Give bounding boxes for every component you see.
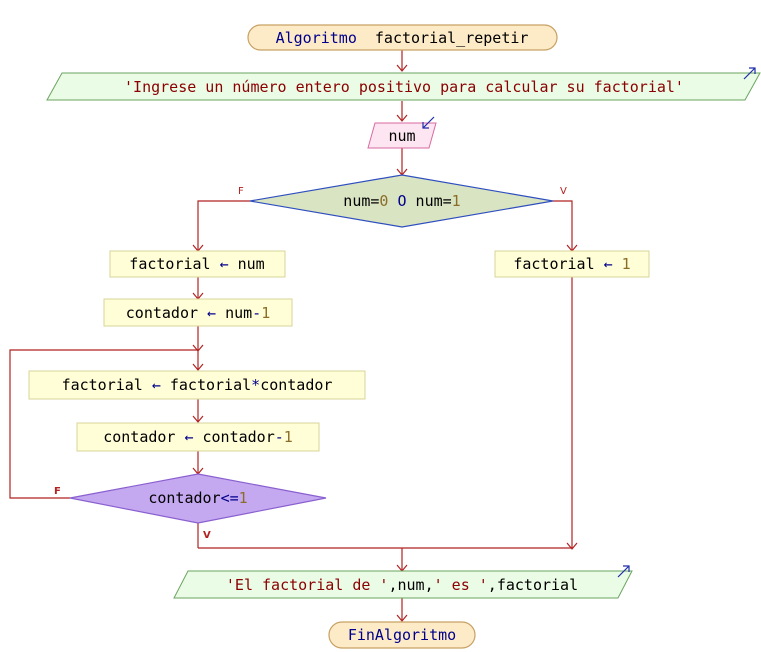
output-result-node: 'El factorial de ',num,' es ',factorial bbox=[173, 565, 633, 599]
start-terminal: Algoritmo factorial_repetir bbox=[247, 24, 558, 51]
cond1-true-label: V bbox=[560, 186, 567, 197]
loop-cond-left: contador bbox=[148, 489, 220, 507]
assign-contador-dec: contador←contador-1 bbox=[76, 422, 320, 452]
condition1-decision: num=0 O num=1 F V bbox=[238, 174, 567, 228]
input-arrow-icon bbox=[422, 116, 435, 129]
result-comma1: , bbox=[388, 576, 397, 594]
result-var2: factorial bbox=[497, 576, 578, 594]
end-terminal: FinAlgoritmo bbox=[328, 621, 476, 649]
svg-text:factorial←factorial*contador: factorial←factorial*contador bbox=[62, 376, 333, 394]
assign2-minus: - bbox=[252, 304, 261, 322]
result-comma2: , bbox=[425, 576, 434, 594]
assign2-expr: num bbox=[225, 304, 252, 322]
assign5-arrow: ← bbox=[604, 255, 613, 273]
cond1-right: num= bbox=[416, 192, 452, 210]
start-keyword: Algoritmo bbox=[276, 29, 357, 47]
assign-factorial-num: factorial ← num bbox=[109, 250, 286, 278]
assign4-one: 1 bbox=[284, 428, 293, 446]
assign-factorial-one: factorial ← 1 bbox=[494, 250, 650, 278]
output-prompt-text: 'Ingrese un número entero positivo para … bbox=[124, 78, 684, 96]
assign3-expr2: contador bbox=[260, 376, 332, 394]
cond1-op: O bbox=[388, 192, 415, 210]
assign1-var: factorial bbox=[129, 255, 210, 273]
assign3-var: factorial bbox=[62, 376, 143, 394]
svg-text:contador<=1: contador<=1 bbox=[148, 489, 247, 507]
input-var: num bbox=[388, 127, 415, 145]
cond1-zero: 0 bbox=[379, 192, 388, 210]
svg-text:'El factorial de ',num,' es ',: 'El factorial de ',num,' es ',factorial bbox=[226, 576, 578, 594]
assign1-expr: num bbox=[238, 255, 265, 273]
assign3-expr1: factorial bbox=[170, 376, 251, 394]
svg-text:factorial←1: factorial ← 1 bbox=[513, 255, 630, 273]
result-var1: num bbox=[397, 576, 424, 594]
svg-text:contador←num-1: contador ← num-1 bbox=[126, 304, 270, 322]
input-node: num bbox=[367, 116, 437, 149]
assign2-var: contador bbox=[126, 304, 198, 322]
svg-text:contador←contador-1: contador←contador-1 bbox=[103, 428, 293, 446]
cond1-left: num= bbox=[343, 192, 379, 210]
svg-text:num=0 O num=1: num=0 O num=1 bbox=[343, 192, 460, 210]
output-arrow-icon bbox=[743, 67, 756, 80]
result-str2: ' es ' bbox=[434, 576, 488, 594]
assign1-arrow: ← bbox=[220, 255, 229, 273]
assign-contador-init: contador ← num-1 bbox=[103, 298, 293, 327]
assign5-one: 1 bbox=[622, 255, 631, 273]
output-prompt-node: 'Ingrese un número entero positivo para … bbox=[46, 67, 761, 101]
cond1-one: 1 bbox=[452, 192, 461, 210]
end-keyword: FinAlgoritmo bbox=[348, 626, 456, 644]
cond1-false-label: F bbox=[238, 186, 244, 197]
assign2-arrow: ← bbox=[207, 304, 216, 322]
assign4-var: contador bbox=[103, 428, 175, 446]
loop-cond-one: 1 bbox=[239, 489, 248, 507]
result-str1: 'El factorial de ' bbox=[226, 576, 389, 594]
loop-true-label: V bbox=[203, 530, 211, 541]
svg-text:Algoritmo factorial_repe: Algoritmo factorial_repetir bbox=[276, 29, 529, 47]
algorithm-name: factorial_repetir bbox=[375, 29, 529, 47]
flow-lines bbox=[9, 50, 578, 622]
loop-cond-op: <= bbox=[221, 489, 239, 507]
assign3-arrow: ← bbox=[152, 376, 161, 394]
result-comma3: , bbox=[488, 576, 497, 594]
assign4-minus: - bbox=[275, 428, 284, 446]
assign3-mult: * bbox=[251, 376, 260, 394]
assign4-expr: contador bbox=[202, 428, 274, 446]
assign2-one: 1 bbox=[261, 304, 270, 322]
assign5-var: factorial bbox=[513, 255, 594, 273]
loop-false-label: F bbox=[54, 486, 61, 497]
svg-text:factorial←num: factorial ← num bbox=[129, 255, 264, 273]
assign4-arrow: ← bbox=[184, 428, 193, 446]
output-result-arrow-icon bbox=[617, 565, 630, 578]
loop-condition-decision: contador<=1 F V bbox=[54, 473, 327, 541]
assign-factorial-mult: factorial←factorial*contador bbox=[28, 370, 366, 400]
